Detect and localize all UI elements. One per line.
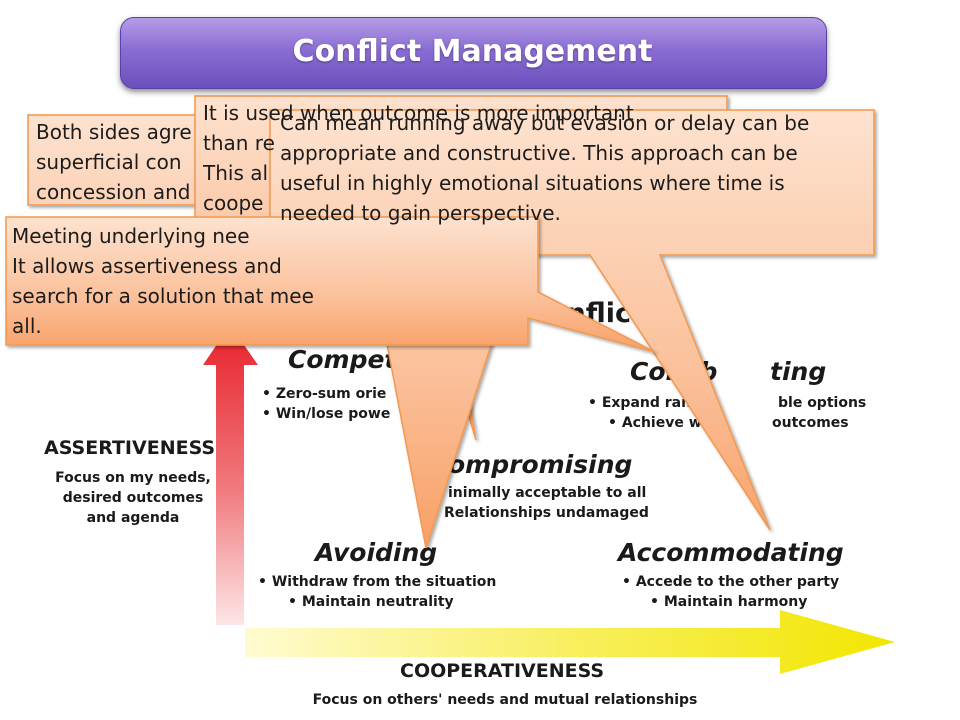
cooperativeness-sub: Focus on others' needs and mutual relati…	[312, 692, 698, 708]
title-banner	[120, 17, 827, 89]
slide-title: Conflict Management	[292, 34, 653, 69]
compromising-bullet-2: Relationships undamaged	[444, 505, 649, 521]
assertiveness-arrow	[203, 325, 258, 625]
avoiding-bullet-2: • Maintain neutrality	[288, 594, 454, 610]
compromising-bullet-1: inimally acceptable to all	[448, 485, 647, 501]
collaborating-bullet-1a: • Expand range	[588, 395, 711, 411]
callout-collaborating-text: Meeting underlying nee It allows asserti…	[12, 224, 314, 338]
collaborating-bullet-2a: • Achieve win	[608, 415, 717, 431]
assertiveness-sub-3: and agenda	[86, 510, 180, 526]
competing-label: Compet	[288, 345, 397, 374]
collaborating-label-end: ting	[770, 357, 827, 386]
collaborating-bullet-2b: outcomes	[772, 415, 849, 431]
competing-bullet-2: • Win/lose powe	[262, 406, 391, 422]
compromising-label: ompromising	[448, 450, 633, 479]
assertiveness-sub-1: Focus on my needs,	[55, 470, 211, 486]
callout-competing-text: It is used when outcome is more importan…	[203, 101, 634, 215]
accommodating-bullet-1: • Accede to the other party	[622, 574, 840, 590]
callout-compromise-text: Both sides agre superficial con concessi…	[36, 120, 192, 204]
avoiding-label: Avoiding	[315, 538, 438, 567]
accommodating-label: Accommodating	[618, 538, 844, 567]
assertiveness-label: ASSERTIVENESS	[44, 437, 216, 459]
cooperativeness-arrow	[245, 610, 895, 674]
collaborating-bullet-1b: ble options	[778, 395, 867, 411]
assertiveness-sub-2: desired outcomes	[62, 490, 204, 506]
cooperativeness-label: COOPERATIVENESS	[400, 660, 605, 682]
accommodating-bullet-2: • Maintain harmony	[650, 594, 808, 610]
callout-collaborating-balloon	[5, 216, 656, 353]
callout-avoiding-text: Can mean running away but evasion or del…	[280, 111, 810, 225]
avoiding-bullet-1: • Withdraw from the situation	[258, 574, 497, 590]
competing-bullet-1: • Zero-sum orie	[262, 386, 387, 402]
